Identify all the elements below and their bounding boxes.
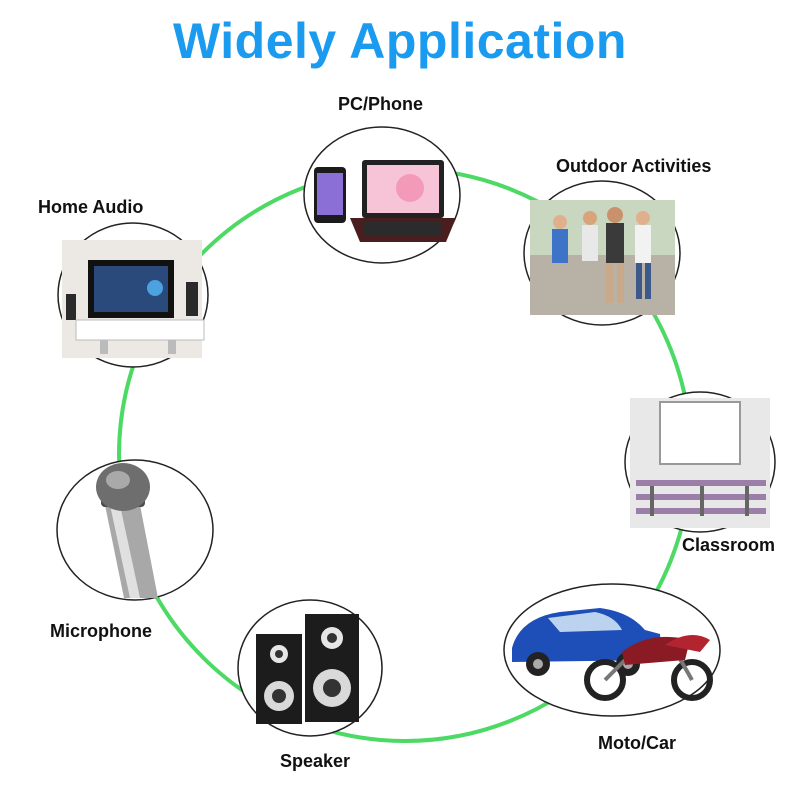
label-home-audio: Home Audio: [38, 197, 144, 217]
bubble-classroom: [624, 391, 776, 533]
page-title: Widely Application: [173, 13, 627, 69]
bubble-outdoor-activities: [523, 180, 681, 326]
bubble-moto-car: [503, 583, 721, 717]
bubble-speaker: [237, 599, 383, 737]
label-speaker: Speaker: [280, 751, 351, 771]
microphone-icon: [96, 463, 158, 598]
tv-home-audio-icon: [62, 240, 205, 358]
label-microphone: Microphone: [50, 621, 152, 641]
bubble-microphone: [56, 459, 214, 601]
laptop-phone-icon: [314, 160, 456, 242]
label-classroom: Classroom: [682, 535, 776, 555]
car-motorcycle-icon: [512, 608, 713, 701]
classroom-projector-icon: [630, 398, 770, 528]
speaker-pair-icon: [256, 614, 359, 724]
label-outdoor-activities: Outdoor Activities: [556, 156, 712, 176]
label-pc-phone: PC/Phone: [338, 94, 424, 114]
bubble-pc-phone: [303, 126, 461, 264]
crowd-outdoor-icon: [530, 200, 675, 315]
bubble-home-audio: [57, 222, 209, 368]
label-moto-car: Moto/Car: [598, 733, 676, 753]
